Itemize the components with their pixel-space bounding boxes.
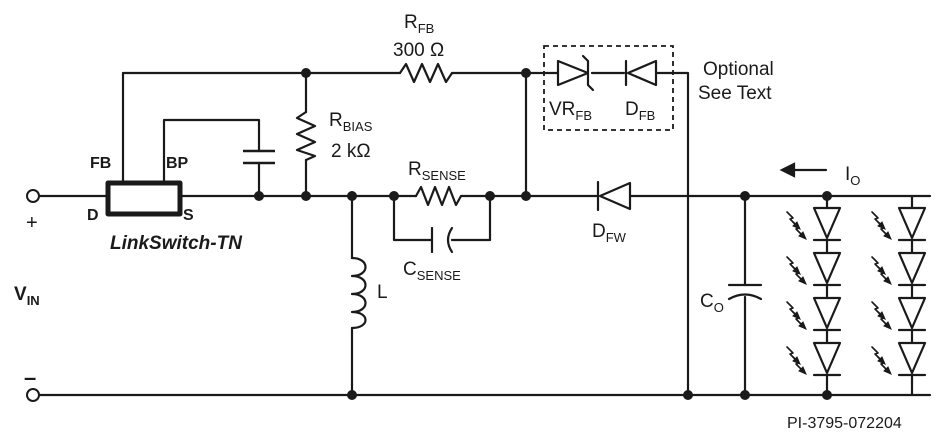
rbias-resistor: [295, 110, 317, 162]
plus-sign: +: [26, 212, 38, 234]
ic-name-label: LinkSwitch-TN: [110, 233, 243, 254]
optional-label: Optional: [703, 59, 774, 80]
rsense-resistor: [414, 185, 468, 207]
co-capacitor: [727, 283, 763, 301]
bp-capacitor: [243, 149, 275, 165]
dfw-label: DFW: [592, 221, 627, 245]
co-label: CO: [700, 291, 724, 315]
vin-label: VIN: [14, 284, 40, 308]
light-emission-arrow: [792, 311, 804, 327]
vin-plus-terminal: [26, 189, 40, 203]
vin-minus-terminal: [26, 388, 40, 402]
drawing-id: PI-3795-072204: [787, 415, 902, 432]
light-emission-arrow: [877, 221, 889, 237]
pin-fb-label: FB: [90, 155, 111, 172]
light-emission-arrow: [792, 221, 804, 237]
light-emission-arrowhead: [798, 366, 807, 375]
rbias-value: 2 kΩ: [331, 141, 371, 162]
led-diode: [812, 341, 842, 375]
led-diode: [812, 251, 842, 285]
vrfb-zener-diode: [556, 54, 595, 92]
pin-bp-label: BP: [166, 155, 189, 172]
light-emission-arrow: [877, 311, 889, 327]
dfw-diode: [596, 180, 632, 212]
minus-sign: –: [24, 365, 36, 390]
rfb-label: RFB: [404, 12, 434, 36]
light-emission-arrowhead: [798, 321, 807, 330]
io-arrow: [779, 162, 828, 178]
inductor-label: L: [377, 282, 388, 303]
io-label: IO: [845, 164, 860, 188]
dfb-label: DFB: [625, 99, 655, 123]
light-emission-arrow: [877, 266, 889, 282]
rsense-label: RSENSE: [408, 159, 466, 183]
vrfb-label: VRFB: [549, 99, 592, 123]
light-emission-arrowhead: [883, 366, 892, 375]
wires: [38, 71, 932, 397]
inductor-l: [350, 256, 367, 330]
light-emission-arrowhead: [883, 231, 892, 240]
pin-d-label: D: [87, 207, 99, 224]
dfb-diode: [624, 59, 658, 87]
light-emission-arrowhead: [798, 276, 807, 285]
junction-dots: [254, 68, 832, 400]
rfb-value: 300 Ω: [393, 40, 444, 61]
led-strings: [786, 206, 927, 385]
see-text-label: See Text: [698, 83, 772, 104]
light-emission-arrowhead: [883, 276, 892, 285]
led-diode: [897, 251, 927, 285]
led-diode: [812, 206, 842, 240]
linkswitch-ic-body: [105, 180, 183, 217]
led-diode: [897, 341, 927, 375]
rfb-resistor: [398, 62, 454, 84]
light-emission-arrow: [792, 266, 804, 282]
optional-dashed-box: [543, 45, 674, 131]
light-emission-arrowhead: [883, 321, 892, 330]
rbias-label: RBIAS: [329, 110, 373, 134]
light-emission-arrowhead: [798, 231, 807, 240]
led-diode: [897, 296, 927, 330]
csense-label: CSENSE: [403, 259, 461, 283]
light-emission-arrow: [792, 356, 804, 372]
led-diode: [897, 206, 927, 240]
csense-capacitor: [430, 226, 454, 254]
led-diode: [812, 296, 842, 330]
light-emission-arrow: [877, 356, 889, 372]
pin-s-label: S: [183, 207, 194, 224]
